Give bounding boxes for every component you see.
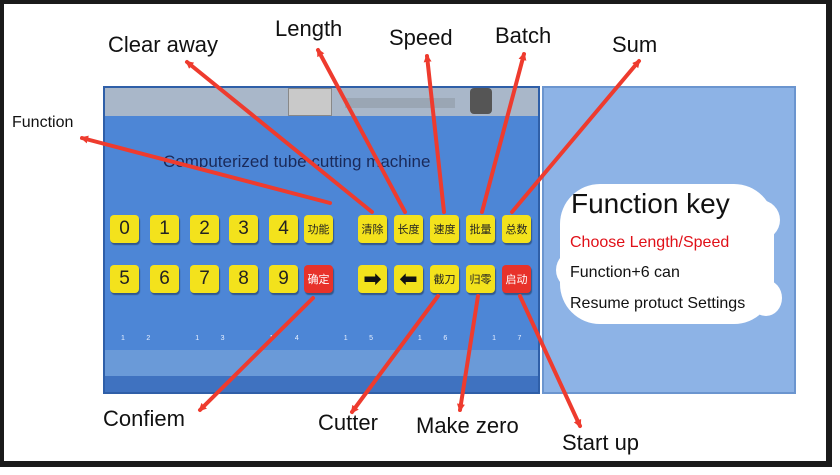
key-5[interactable]: 5	[110, 265, 139, 293]
guide-rail	[345, 98, 455, 108]
arrow-sum	[510, 59, 641, 214]
label-batch: Batch	[495, 23, 552, 48]
arrow-confirm	[198, 296, 315, 412]
note-cloud	[560, 184, 774, 324]
key-length[interactable]: 长度	[394, 215, 423, 243]
key-clear[interactable]: 清除	[358, 215, 387, 243]
label-speed: Speed	[389, 25, 453, 50]
arrow-function	[80, 135, 332, 205]
key-4[interactable]: 4	[269, 215, 298, 243]
label-confirm: Confiem	[103, 406, 185, 431]
key-sum[interactable]: 总数	[502, 215, 531, 243]
key-8[interactable]: 8	[229, 265, 258, 293]
cloud-bump	[556, 250, 596, 290]
key-cutter[interactable]: 截刀	[430, 265, 459, 293]
tube-clamp	[288, 88, 332, 116]
key-batch[interactable]: 批量	[466, 215, 495, 243]
key-0[interactable]: 0	[110, 215, 139, 243]
arrow-cutter	[350, 294, 440, 414]
arrow-batch	[480, 52, 527, 214]
key-right-arrow[interactable]: ➡	[358, 265, 387, 293]
arrow-start-up	[518, 294, 582, 428]
key-left-arrow[interactable]: ⬅	[394, 265, 423, 293]
key-make-zero[interactable]: 归零	[466, 265, 495, 293]
ruler-numbers: 12 13 14 15 16 17 18 19 20 21 22 23 24 2…	[121, 335, 540, 342]
arrow-clear-away	[185, 60, 374, 214]
function-key-line2: Function+6 can	[570, 264, 680, 281]
panel-title: Computerized tube cutting machine	[163, 152, 431, 171]
function-key-title: Function key	[571, 188, 730, 219]
arrow-make-zero	[456, 294, 480, 412]
label-function: Function	[12, 114, 74, 131]
label-start-up: Start up	[562, 430, 640, 455]
key-2[interactable]: 2	[190, 215, 219, 243]
key-confirm[interactable]: 确定	[304, 265, 333, 293]
arrow-length	[316, 48, 407, 214]
arrow-speed	[423, 54, 446, 214]
label-sum: Sum	[612, 32, 658, 57]
key-speed[interactable]: 速度	[430, 215, 459, 243]
panel-bottom-strip	[105, 376, 538, 392]
label-length: Length	[275, 16, 343, 41]
key-3[interactable]: 3	[229, 215, 258, 243]
function-key-line3: Resume protuct Settings	[570, 295, 746, 312]
key-9[interactable]: 9	[269, 265, 298, 293]
cloud-bump	[750, 280, 782, 316]
label-make-zero: Make zero	[416, 413, 519, 438]
function-key-line1: Choose Length/Speed	[570, 234, 730, 251]
key-function[interactable]: 功能	[304, 215, 333, 243]
left-arrow-icon: ⬅	[399, 266, 418, 291]
cloud-bump	[740, 200, 780, 240]
key-1[interactable]: 1	[150, 215, 179, 243]
key-6[interactable]: 6	[150, 265, 179, 293]
image-frame	[0, 0, 832, 467]
right-arrow-icon: ➡	[363, 266, 382, 291]
key-7[interactable]: 7	[190, 265, 219, 293]
cutter-blade	[470, 88, 492, 114]
key-start[interactable]: 启动	[502, 265, 531, 293]
label-clear-away: Clear away	[108, 32, 219, 57]
label-cutter: Cutter	[318, 410, 378, 435]
